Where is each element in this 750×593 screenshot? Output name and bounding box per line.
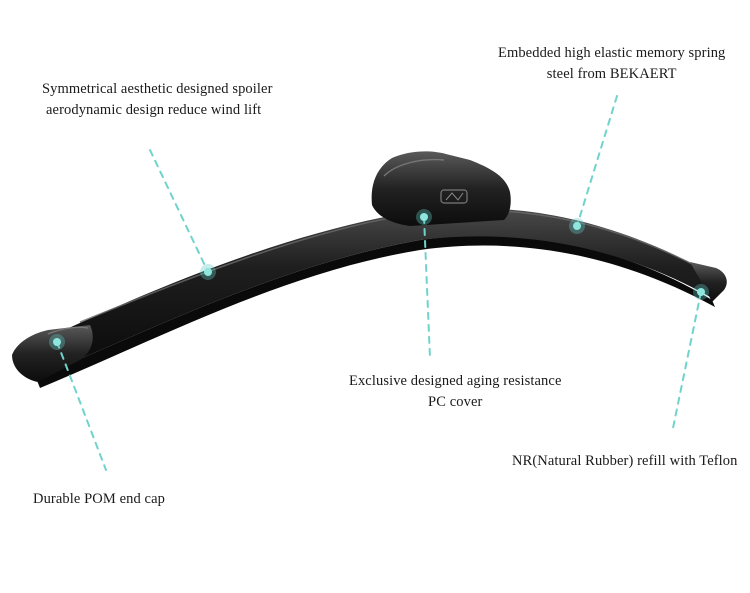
callout-cover-line-1: Exclusive designed aging resistance [349,373,562,389]
callout-spoiler-line-1: Symmetrical aesthetic designed spoiler [42,81,273,97]
end-cap-right [690,262,727,302]
callout-endcap: Durable POM end cap [33,489,165,510]
end-cap-left [12,325,93,382]
callout-spoiler: Symmetrical aesthetic designed spoiler a… [42,79,273,121]
callout-cover-line-2: PC cover [428,394,483,410]
center-adapter [371,151,511,226]
callout-cover: Exclusive designed aging resistance PC c… [349,371,561,413]
leader-cover [423,216,431,359]
callout-spring-line-1: Embedded high elastic memory spring [498,45,726,61]
leader-spring [576,95,618,227]
adapter-logo-badge [440,189,468,204]
callout-spring-line-2: steel from BEKAERT [546,66,677,82]
leader-spoiler [149,149,209,273]
leader-refill [672,291,702,429]
callout-endcap-line-1: Durable POM end cap [33,491,165,507]
leader-endcap [56,341,107,471]
callout-leaders [49,95,709,471]
callout-refill-line-1: NR(Natural Rubber) refill with Teflon [512,453,738,469]
callout-refill: NR(Natural Rubber) refill with Teflon [512,451,738,472]
callout-spring: Embedded high elastic memory spring stee… [498,43,725,85]
wiper-blade [12,151,727,388]
spoiler [20,208,712,378]
callout-spoiler-line-2: aerodynamic design reduce wind lift [46,102,262,118]
